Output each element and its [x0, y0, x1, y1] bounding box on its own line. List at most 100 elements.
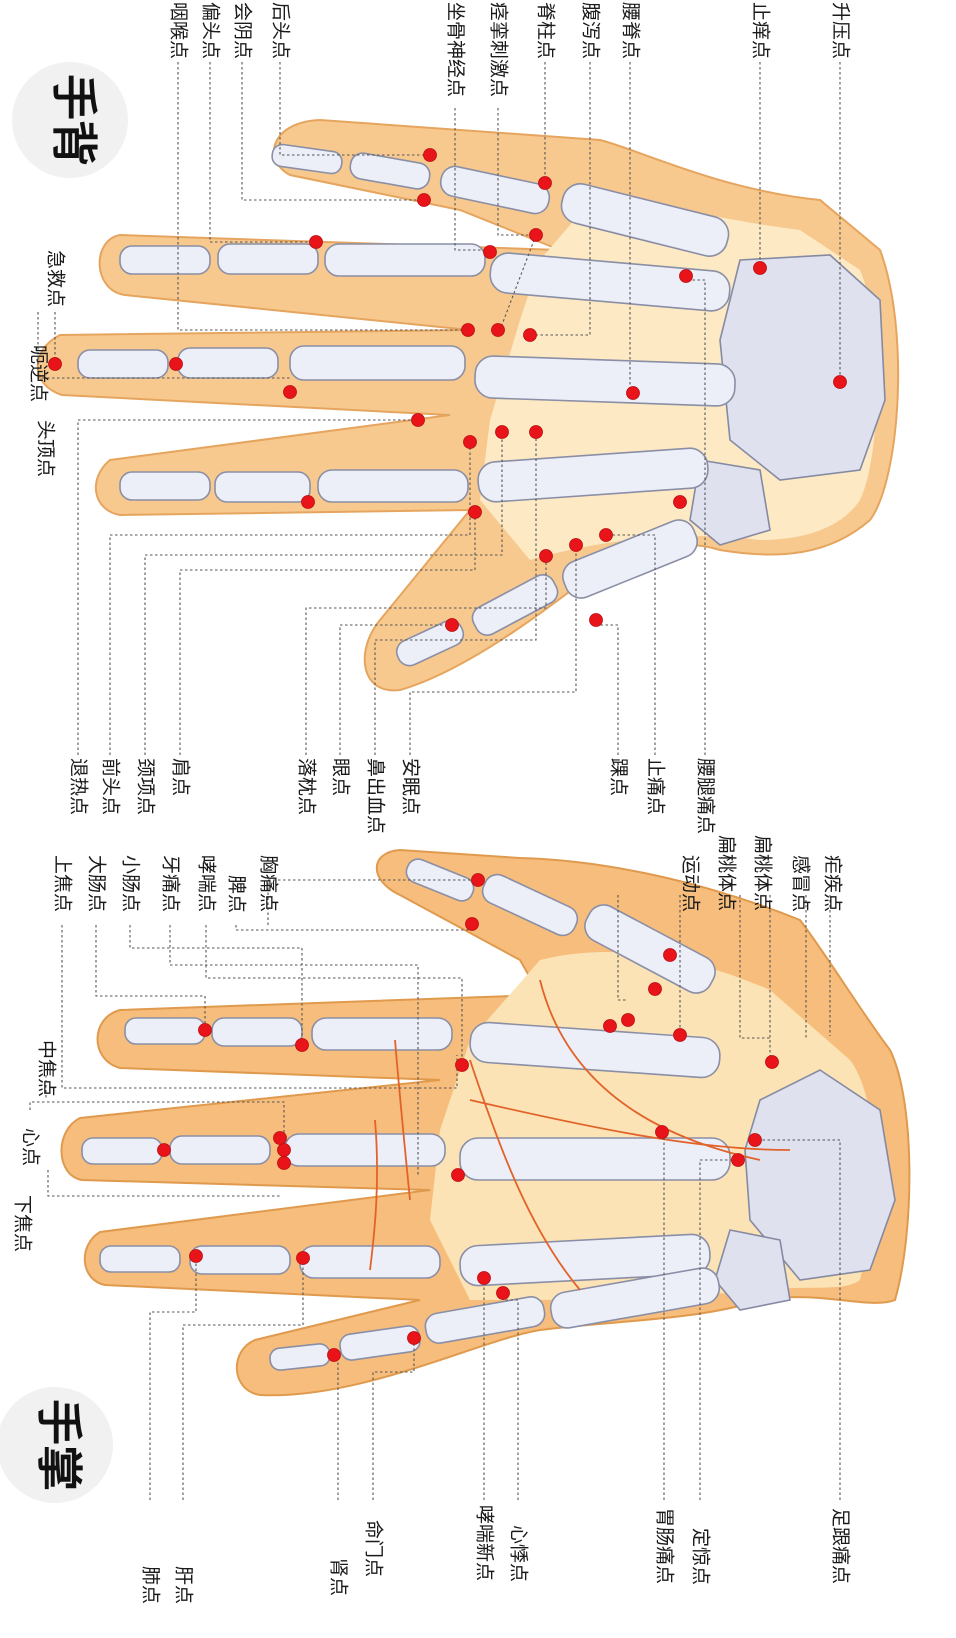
acupoint-dot	[408, 1332, 421, 1345]
acupoint-dot	[302, 496, 315, 509]
label-shangjiao: 上焦点	[52, 855, 74, 912]
label-fei: 肺点	[140, 1566, 162, 1604]
label-yaoji: 腰脊点	[620, 2, 642, 59]
label-tuire: 退热点	[68, 758, 90, 815]
acupoint-dot	[418, 194, 431, 207]
palm-title: 手掌	[32, 1399, 86, 1491]
label-pi: 脾点	[226, 875, 248, 913]
palm-hand-illustration	[61, 850, 909, 1395]
label-jian: 肩点	[170, 758, 192, 796]
label-nueji: 疟疾点	[822, 855, 844, 912]
label-fuxie: 腹泻点	[580, 2, 602, 59]
acupoint-dot	[834, 376, 847, 389]
acupoint-dot	[749, 1134, 762, 1147]
acupoint-dot	[424, 149, 437, 162]
acupoint-dot	[524, 329, 537, 342]
back-title: 手背	[47, 74, 101, 166]
acupoint-dot	[530, 426, 543, 439]
back-hand-illustration	[38, 120, 898, 690]
acupoint-dot	[656, 1126, 669, 1139]
acupoint-dot	[158, 1144, 171, 1157]
acupoint-dot	[310, 236, 323, 249]
label-yatong: 牙痛点	[160, 855, 182, 912]
acupoint-dot	[297, 1252, 310, 1265]
acupoint-dot	[199, 1024, 212, 1037]
label-jingxiang: 颈项点	[135, 758, 157, 815]
back-title-group: 手背	[12, 62, 128, 178]
acupoint-dot	[456, 1059, 469, 1072]
label-xiajiao: 下焦点	[12, 1195, 34, 1252]
label-huai: 踝点	[608, 758, 630, 796]
label-zhiyang: 止痒点	[750, 2, 772, 59]
label-mingmen: 命门点	[363, 1520, 385, 1577]
label-biantaoti2: 扁桃体点	[752, 835, 774, 911]
label-enie: 呃逆点	[28, 345, 50, 402]
label-shen: 肾点	[328, 1558, 350, 1596]
acupoint-dot	[464, 436, 477, 449]
label-shengya: 升压点	[830, 2, 852, 59]
label-yundong: 运动点	[680, 855, 702, 912]
label-biantaoti1: 扁桃体点	[716, 835, 738, 911]
acupoint-dot	[674, 496, 687, 509]
acupoint-dot	[590, 614, 603, 627]
label-zhongjiao: 中焦点	[36, 1040, 58, 1097]
acupoint-dot	[190, 1250, 203, 1263]
acupoint-dot	[674, 1029, 687, 1042]
acupoint-dot	[754, 262, 767, 275]
acupoint-dot	[484, 246, 497, 259]
label-yan: 眼点	[330, 758, 352, 796]
label-huiyin: 会阴点	[232, 2, 254, 59]
acupoint-dot	[570, 539, 583, 552]
label-qiantou: 前头点	[100, 758, 122, 815]
label-anmian: 安眠点	[400, 758, 422, 815]
acupoint-dot	[627, 387, 640, 400]
acupoint-dot	[530, 229, 543, 242]
acupoint-dot	[412, 414, 425, 427]
acupoint-dot	[170, 358, 183, 371]
acupoint-dot	[328, 1349, 341, 1362]
label-yanhou: 咽喉点	[168, 2, 190, 59]
acupoint-dot	[278, 1157, 291, 1170]
label-xiaochuanxin: 哮喘新点	[474, 1505, 496, 1581]
label-yaotui: 腰腿痛点	[695, 758, 717, 834]
acupoint-dot	[469, 506, 482, 519]
label-bichuxue: 鼻出血点	[365, 758, 387, 834]
label-dachang: 大肠点	[86, 855, 108, 912]
acupoint-dot	[296, 1039, 309, 1052]
acupoint-dot	[496, 426, 509, 439]
label-zhitong: 止痛点	[645, 758, 667, 815]
acupoint-dot	[540, 550, 553, 563]
label-zuogu: 坐骨神经点	[445, 2, 467, 97]
label-laozhen: 落枕点	[296, 758, 318, 815]
label-houtou: 后头点	[270, 2, 292, 59]
label-touding: 头顶点	[35, 420, 57, 477]
acupoint-dot	[766, 1056, 779, 1069]
acupoint-dot	[732, 1154, 745, 1167]
acupoint-dot	[497, 1287, 510, 1300]
acupoint-dot	[274, 1132, 287, 1145]
acupoint-dot	[478, 1272, 491, 1285]
acupoint-dot	[452, 1169, 465, 1182]
acupoint-dot	[446, 619, 459, 632]
label-xinji: 心悸点	[508, 1525, 530, 1582]
acupoint-dot	[539, 177, 552, 190]
acupoint-dot	[680, 270, 693, 283]
acupoint-dot	[284, 386, 297, 399]
acupoint-dot	[622, 1014, 635, 1027]
acupoint-dot	[600, 529, 613, 542]
acupoint-dot	[649, 983, 662, 996]
label-jingluan: 痉挛刺激点	[488, 2, 510, 97]
label-zugentong: 足跟痛点	[830, 1508, 852, 1584]
label-ganmao: 感冒点	[790, 855, 812, 912]
acupoint-dot	[492, 324, 505, 337]
palm-title-group: 手掌	[0, 1387, 113, 1503]
acupoint-dot	[604, 1020, 617, 1033]
acupoint-dot	[462, 324, 475, 337]
acupoint-dot	[472, 874, 485, 887]
label-xin: 心点	[20, 1128, 42, 1166]
label-piantou: 偏头点	[200, 2, 222, 59]
label-weichang: 胃肠痛点	[654, 1508, 676, 1584]
acupoint-dot	[466, 918, 479, 931]
label-xiaochang: 小肠点	[120, 855, 142, 912]
